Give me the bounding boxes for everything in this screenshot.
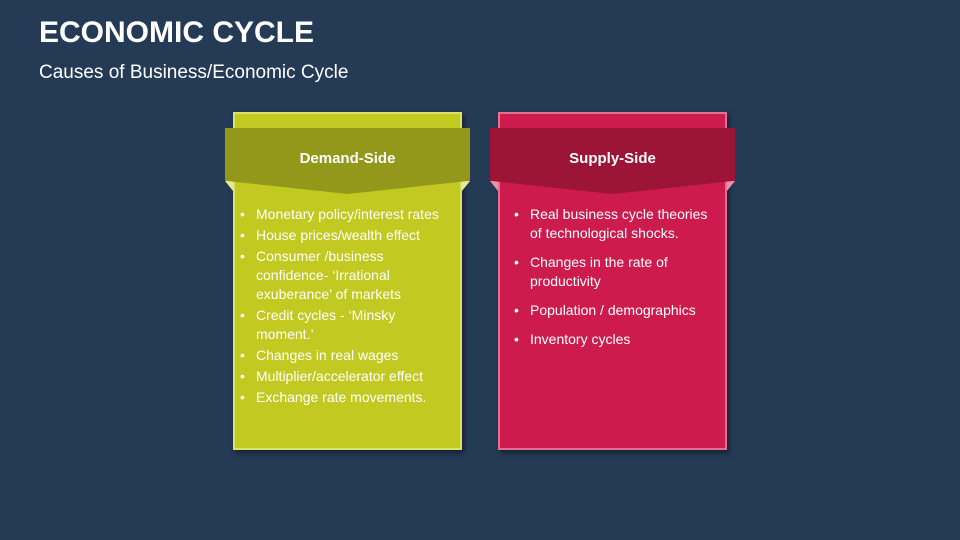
banner-fold-left — [225, 181, 233, 191]
banner-fold-right — [462, 181, 470, 191]
list-item: Monetary policy/interest rates — [238, 205, 453, 224]
banner-fold-left — [490, 181, 498, 191]
list-item: Changes in the rate of productivity — [512, 253, 722, 291]
list-item: Credit cycles - ‘Minsky moment.’ — [238, 306, 453, 344]
list-item: Multiplier/accelerator effect — [238, 367, 453, 386]
banner-fold-right — [727, 181, 735, 191]
list-item: Real business cycle theories of technolo… — [512, 205, 722, 243]
list-item: House prices/wealth effect — [238, 226, 453, 245]
list-item: Inventory cycles — [512, 330, 722, 349]
slide-subtitle: Causes of Business/Economic Cycle — [39, 62, 349, 83]
list-item: Changes in real wages — [238, 346, 453, 365]
demand-side-list: Monetary policy/interest rates House pri… — [238, 205, 453, 409]
supply-side-list: Real business cycle theories of technolo… — [512, 205, 722, 359]
list-item: Exchange rate movements. — [238, 388, 453, 407]
list-item: Population / demographics — [512, 301, 722, 320]
list-item: Consumer /business confidence- ‘Irration… — [238, 247, 453, 304]
supply-side-banner: Supply-Side — [490, 128, 735, 194]
slide-title: ECONOMIC CYCLE — [39, 16, 315, 49]
demand-side-banner: Demand-Side — [225, 128, 470, 194]
demand-side-heading: Demand-Side — [299, 150, 396, 167]
supply-side-heading: Supply-Side — [569, 150, 656, 167]
